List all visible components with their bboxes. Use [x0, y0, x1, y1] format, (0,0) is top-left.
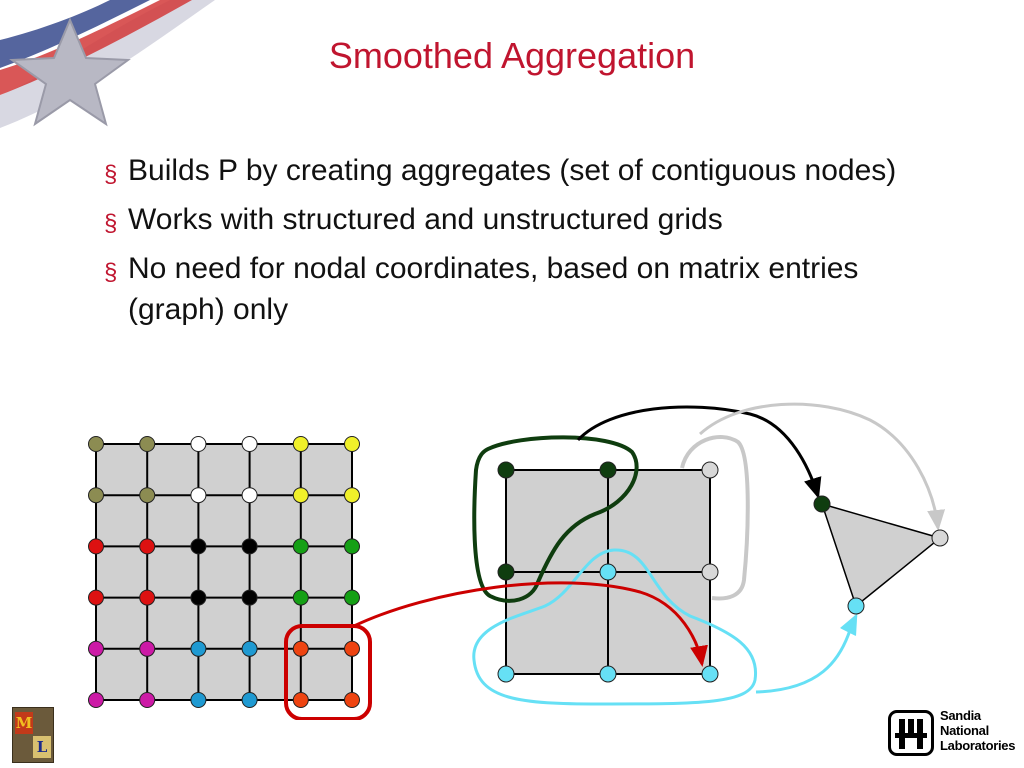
- sandia-wordmark: Sandia National Laboratories: [940, 708, 1015, 753]
- coarse-grid-node: [599, 563, 617, 581]
- fine-grid-node: [292, 589, 309, 606]
- coarse-grid-node: [701, 665, 719, 683]
- sandia-line: Laboratories: [940, 738, 1016, 753]
- red-aggregate-outline: [284, 624, 372, 720]
- coarse-grid-node: [701, 563, 719, 581]
- fine-grid-node: [344, 487, 360, 504]
- fine-grid-node: [241, 640, 258, 657]
- fine-grid-node: [292, 640, 309, 657]
- sandia-thunderbird-icon: [888, 710, 934, 756]
- fine-grid-node: [241, 589, 258, 606]
- fine-grid-node: [88, 640, 104, 657]
- dark-green-aggregate-outline: [472, 435, 639, 603]
- fine-grid-node: [190, 692, 207, 708]
- fine-grid-node: [241, 538, 258, 555]
- ml-logo-letter-l: L: [33, 736, 51, 758]
- fine-grid-node: [139, 538, 156, 555]
- fine-grid-lines: [96, 444, 352, 700]
- bullet-text: No need for nodal coordinates, based on …: [128, 252, 859, 326]
- fine-grid-node: [344, 692, 360, 708]
- fine-grid-node: [139, 589, 156, 606]
- bullet-text: Works with structured and unstructured g…: [128, 203, 723, 236]
- fine-grid-node: [139, 487, 156, 504]
- fine-grid-node: [190, 538, 207, 555]
- fine-grid-node: [88, 487, 104, 504]
- fine-grid-node: [292, 692, 309, 708]
- fine-grid: [95, 443, 353, 701]
- fine-grid-node: [139, 640, 156, 657]
- sandia-logo: Sandia National Laboratories: [888, 708, 1016, 758]
- fine-grid-node: [139, 692, 156, 708]
- coarse-grid-nodes: [497, 461, 719, 683]
- fine-grid-nodes: [88, 436, 360, 708]
- slide-title: Smoothed Aggregation: [328, 35, 696, 76]
- fine-grid-node: [292, 538, 309, 555]
- aggregation-diagram: [88, 402, 949, 720]
- cyan-aggregate-outline: [472, 548, 758, 706]
- bullet-item: § No need for nodal coordinates, based o…: [102, 248, 922, 330]
- fine-grid-node: [241, 692, 258, 708]
- triangle-node: [847, 597, 865, 615]
- section-bullet-icon: §: [104, 161, 118, 188]
- coarse-triangle: [820, 502, 942, 608]
- coarse-grid-node: [497, 563, 515, 581]
- flag-star-decoration: [0, 0, 215, 128]
- fine-grid-node: [241, 487, 258, 504]
- bullet-text: Builds P by creating aggregates (set of …: [128, 154, 897, 187]
- fine-grid-node: [344, 589, 360, 606]
- gray-mapping-arrow: [698, 402, 946, 531]
- coarse-grid-node: [701, 461, 719, 479]
- ml-logo: M L: [12, 707, 54, 763]
- section-bullet-icon: §: [104, 259, 118, 286]
- fine-grid-node: [88, 436, 104, 452]
- triangle-node: [931, 529, 949, 547]
- coarse-grid-node: [599, 461, 617, 479]
- black-mapping-arrow: [576, 405, 822, 499]
- fine-grid-node: [292, 487, 309, 504]
- bullet-list: § Builds P by creating aggregates (set o…: [102, 150, 922, 338]
- fine-grid-node: [190, 640, 207, 657]
- fine-grid-node: [139, 436, 156, 452]
- triangle-node: [813, 495, 831, 513]
- sandia-line: Sandia: [940, 708, 981, 723]
- ml-logo-letter-m: M: [15, 712, 33, 734]
- sandia-line: National: [940, 723, 989, 738]
- coarse-grid-node: [599, 665, 617, 683]
- fine-grid-node: [241, 436, 258, 452]
- fine-grid-node: [190, 487, 207, 504]
- cyan-mapping-arrow: [755, 613, 858, 694]
- fine-grid-node: [344, 436, 360, 452]
- fine-grid-node: [292, 436, 309, 452]
- gray-aggregate-outline: [680, 435, 750, 601]
- coarse-grid-node: [497, 461, 515, 479]
- fine-grid-node: [190, 436, 207, 452]
- fine-grid-node: [88, 589, 104, 606]
- coarse-grid-node: [497, 665, 515, 683]
- fine-grid-node: [190, 589, 207, 606]
- fine-grid-background: [95, 443, 353, 701]
- fine-grid-node: [88, 692, 104, 708]
- fine-grid-node: [88, 538, 104, 555]
- fine-grid-node: [344, 640, 360, 657]
- bullet-item: § Builds P by creating aggregates (set o…: [102, 150, 922, 191]
- red-mapping-arrow: [353, 581, 708, 667]
- triangle-nodes: [813, 495, 949, 615]
- section-bullet-icon: §: [104, 210, 118, 237]
- bullet-item: § Works with structured and unstructured…: [102, 199, 922, 240]
- fine-grid-node: [344, 538, 360, 555]
